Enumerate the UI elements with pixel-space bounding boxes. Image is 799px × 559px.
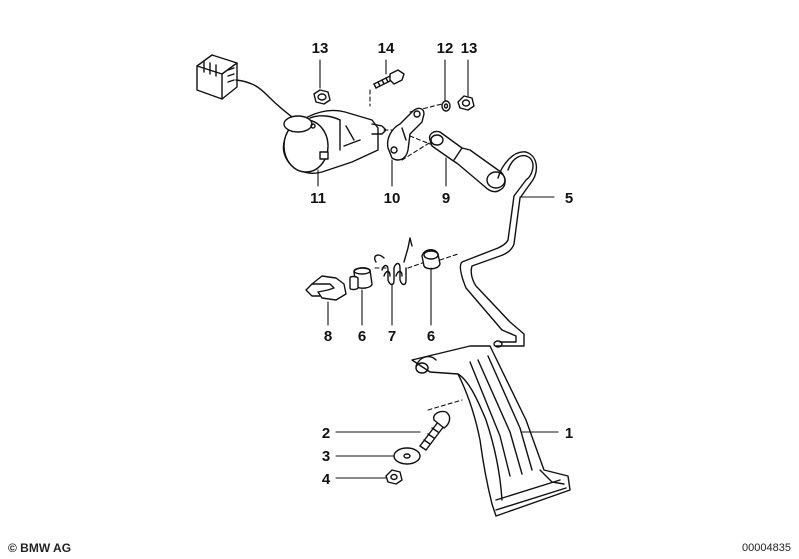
callout-1: 1 xyxy=(565,425,573,442)
callout-13-left: 13 xyxy=(312,40,329,57)
callout-6-left: 6 xyxy=(358,328,366,345)
nut-4 xyxy=(385,469,403,485)
callout-3: 3 xyxy=(322,448,330,465)
callout-4: 4 xyxy=(322,471,331,488)
pedal-sensor xyxy=(282,109,387,174)
callout-leader-lines xyxy=(317,59,559,479)
accelerator-pedal-1 xyxy=(411,345,571,517)
callout-5: 5 xyxy=(565,190,573,207)
screw-14 xyxy=(373,69,405,89)
callout-8: 8 xyxy=(324,328,332,345)
washer-12 xyxy=(441,100,451,112)
clip-8 xyxy=(305,275,347,301)
pivot-pin-2 xyxy=(419,410,451,451)
callout-6-right: 6 xyxy=(427,328,435,345)
washer-3 xyxy=(393,447,421,465)
callout-10: 10 xyxy=(384,190,401,207)
callout-13-right: 13 xyxy=(461,40,478,57)
callout-2: 2 xyxy=(322,425,330,442)
copyright-label: © BMW AG xyxy=(8,541,72,555)
sensor-cable xyxy=(235,79,297,121)
spring-7 xyxy=(374,237,413,286)
ball-joint-9 xyxy=(428,130,506,193)
callout-9: 9 xyxy=(442,190,450,207)
callout-12: 12 xyxy=(437,40,454,57)
callout-11: 11 xyxy=(310,190,326,207)
nut-13-right xyxy=(457,95,475,111)
nut-13-left xyxy=(313,89,331,105)
callout-7: 7 xyxy=(388,328,396,345)
bracket-10 xyxy=(386,107,425,161)
linkage-rod-5 xyxy=(459,151,537,348)
connector-plug xyxy=(196,54,238,100)
callout-14: 14 xyxy=(378,40,395,57)
assembly-leader-lines xyxy=(369,89,463,411)
bushing-6-right xyxy=(421,249,441,270)
callout-labels: 13 14 12 13 11 10 9 5 8 6 7 6 2 3 4 1 xyxy=(310,40,573,488)
drawing-number: 00004835 xyxy=(742,542,791,554)
bushing-6-left xyxy=(349,267,373,291)
